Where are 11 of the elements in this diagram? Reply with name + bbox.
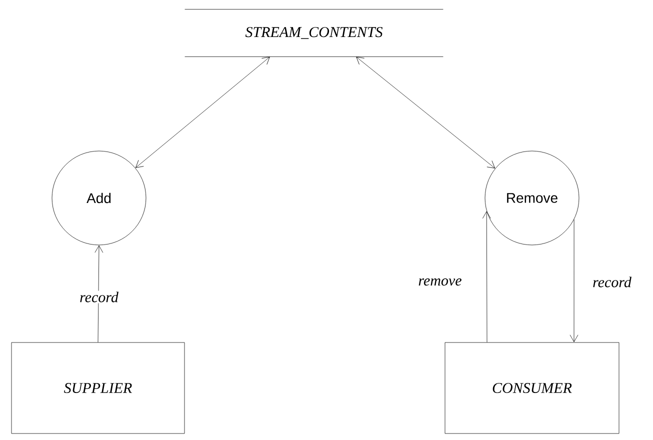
edge-label: remove bbox=[417, 277, 463, 287]
arrow bbox=[136, 56, 270, 168]
edge-label: record bbox=[78, 290, 120, 304]
entity-box: CONSUMER bbox=[444, 342, 620, 434]
arrow bbox=[356, 56, 496, 168]
data-store: STREAM_CONTENTS bbox=[184, 9, 444, 57]
arrow bbox=[482, 211, 491, 342]
edge-label: record bbox=[592, 276, 632, 288]
entity-box: SUPPLIER bbox=[11, 342, 185, 434]
arrow bbox=[94, 245, 104, 342]
arrow bbox=[570, 219, 578, 342]
